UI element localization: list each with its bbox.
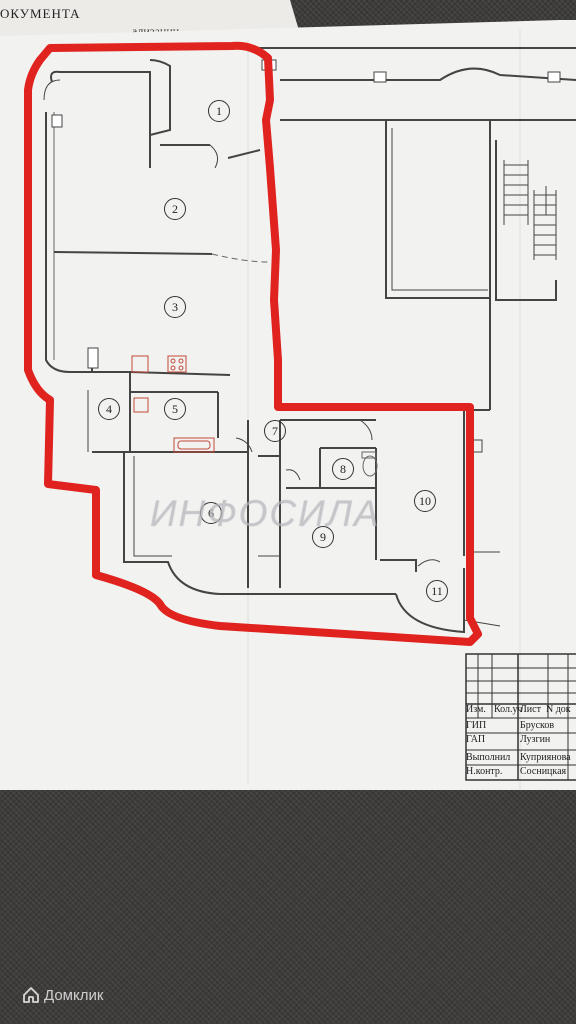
stamp-name-norm-control: Сосницкая xyxy=(520,766,567,777)
stamp-role-gap: ГАП xyxy=(466,734,486,745)
room-label-9: 9 xyxy=(312,526,334,548)
highlight-outline xyxy=(24,41,482,646)
room-label-7: 7 xyxy=(264,420,286,442)
room-label-5: 5 xyxy=(164,398,186,420)
room-label-2: 2 xyxy=(164,198,186,220)
stamp-name-performer: Куприянова xyxy=(520,752,571,763)
logo-text: Домклик xyxy=(44,986,104,1004)
room-label-3: 3 xyxy=(164,296,186,318)
domclick-logo: Домклик xyxy=(22,986,103,1004)
room-label-1: 1 xyxy=(208,100,230,122)
stamp-name-gap: Лузгин xyxy=(520,734,551,745)
stamp-header-list: Лист xyxy=(520,704,541,715)
room-label-11: 11 xyxy=(426,580,448,602)
stamp-role-gip: ГИП xyxy=(466,720,487,731)
stamp-header-kol: Кол.уч xyxy=(494,704,523,715)
room-label-6: 6 xyxy=(200,502,222,524)
stamp-header-ndok: N док xyxy=(546,704,571,715)
room-label-4: 4 xyxy=(98,398,120,420)
room-label-8: 8 xyxy=(332,458,354,480)
title-block: Изм. Кол.уч Лист N док ГИП Брусков ГАП Л… xyxy=(464,648,576,777)
stamp-name-gip: Брусков xyxy=(520,720,555,731)
top-document-title: ОКУМЕНТА xyxy=(0,6,81,21)
stamp-role-norm-control: Н.контр. xyxy=(466,766,503,777)
stamp-role-performer: Выполнил xyxy=(466,752,511,763)
room-label-10: 10 xyxy=(414,490,436,512)
stamp-header-izm: Изм. xyxy=(466,704,486,715)
watermark: ИНФОСИЛА xyxy=(150,493,381,534)
house-icon xyxy=(23,987,39,1003)
